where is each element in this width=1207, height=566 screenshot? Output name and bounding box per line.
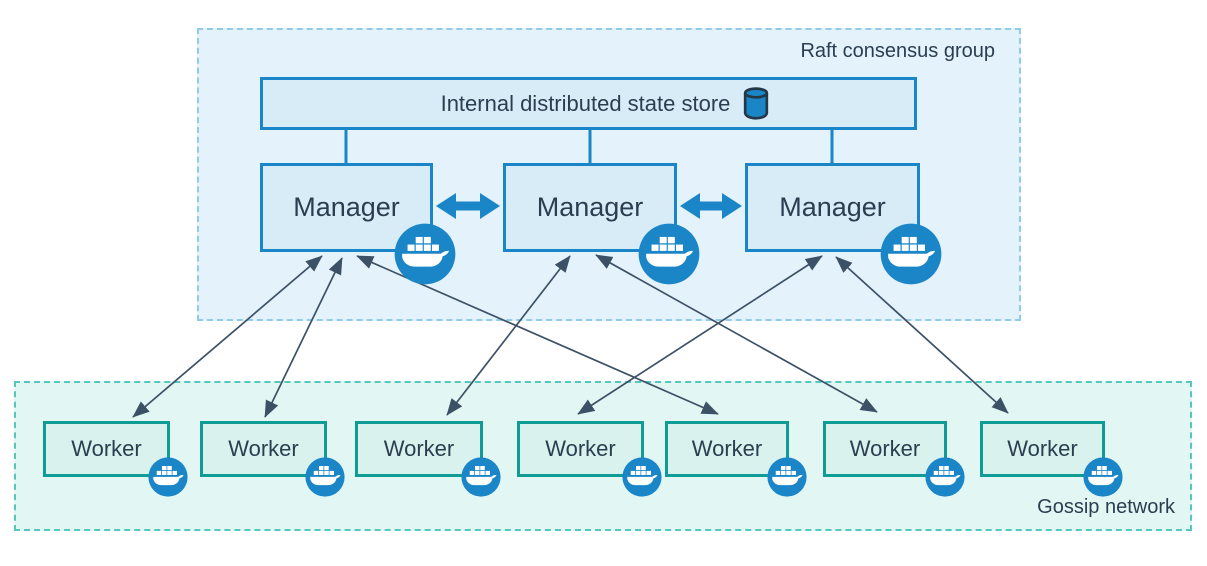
worker-label: Worker: [545, 436, 616, 461]
worker-label: Worker: [383, 436, 455, 461]
state-store-label: Internal distributed state store: [440, 90, 731, 116]
docker-whale-icon: [880, 223, 942, 285]
worker-label: Worker: [228, 436, 299, 461]
gossip-network-label: Gossip network: [1037, 496, 1175, 518]
worker-node-5: Worker: [665, 421, 789, 477]
worker-node-3: Worker: [355, 421, 483, 477]
worker-node-7: Worker: [980, 421, 1105, 477]
worker-node-6: Worker: [823, 421, 947, 477]
worker-label: Worker: [71, 436, 142, 461]
state-store-box: Internal distributed state store: [260, 77, 917, 130]
docker-whale-icon: [148, 457, 188, 497]
worker-label: Worker: [849, 436, 921, 461]
worker-node-4: Worker: [517, 421, 644, 477]
database-cylinder-icon: [742, 87, 770, 120]
worker-node-1: Worker: [43, 421, 170, 477]
manager-label: Manager: [536, 192, 644, 222]
manager-node-2: Manager: [503, 163, 677, 252]
docker-whale-icon: [622, 457, 662, 497]
manager-label: Manager: [779, 192, 886, 222]
docker-whale-icon: [925, 457, 965, 497]
docker-whale-icon: [461, 457, 501, 497]
worker-label: Worker: [691, 436, 763, 461]
docker-whale-icon: [305, 457, 345, 497]
worker-label: Worker: [1007, 436, 1078, 461]
docker-whale-icon: [638, 223, 700, 285]
raft-group-label: Raft consensus group: [800, 40, 995, 62]
worker-node-2: Worker: [200, 421, 327, 477]
docker-whale-icon: [394, 223, 456, 285]
manager-label: Manager: [293, 192, 400, 222]
docker-whale-icon: [767, 457, 807, 497]
docker-whale-icon: [1083, 457, 1123, 497]
